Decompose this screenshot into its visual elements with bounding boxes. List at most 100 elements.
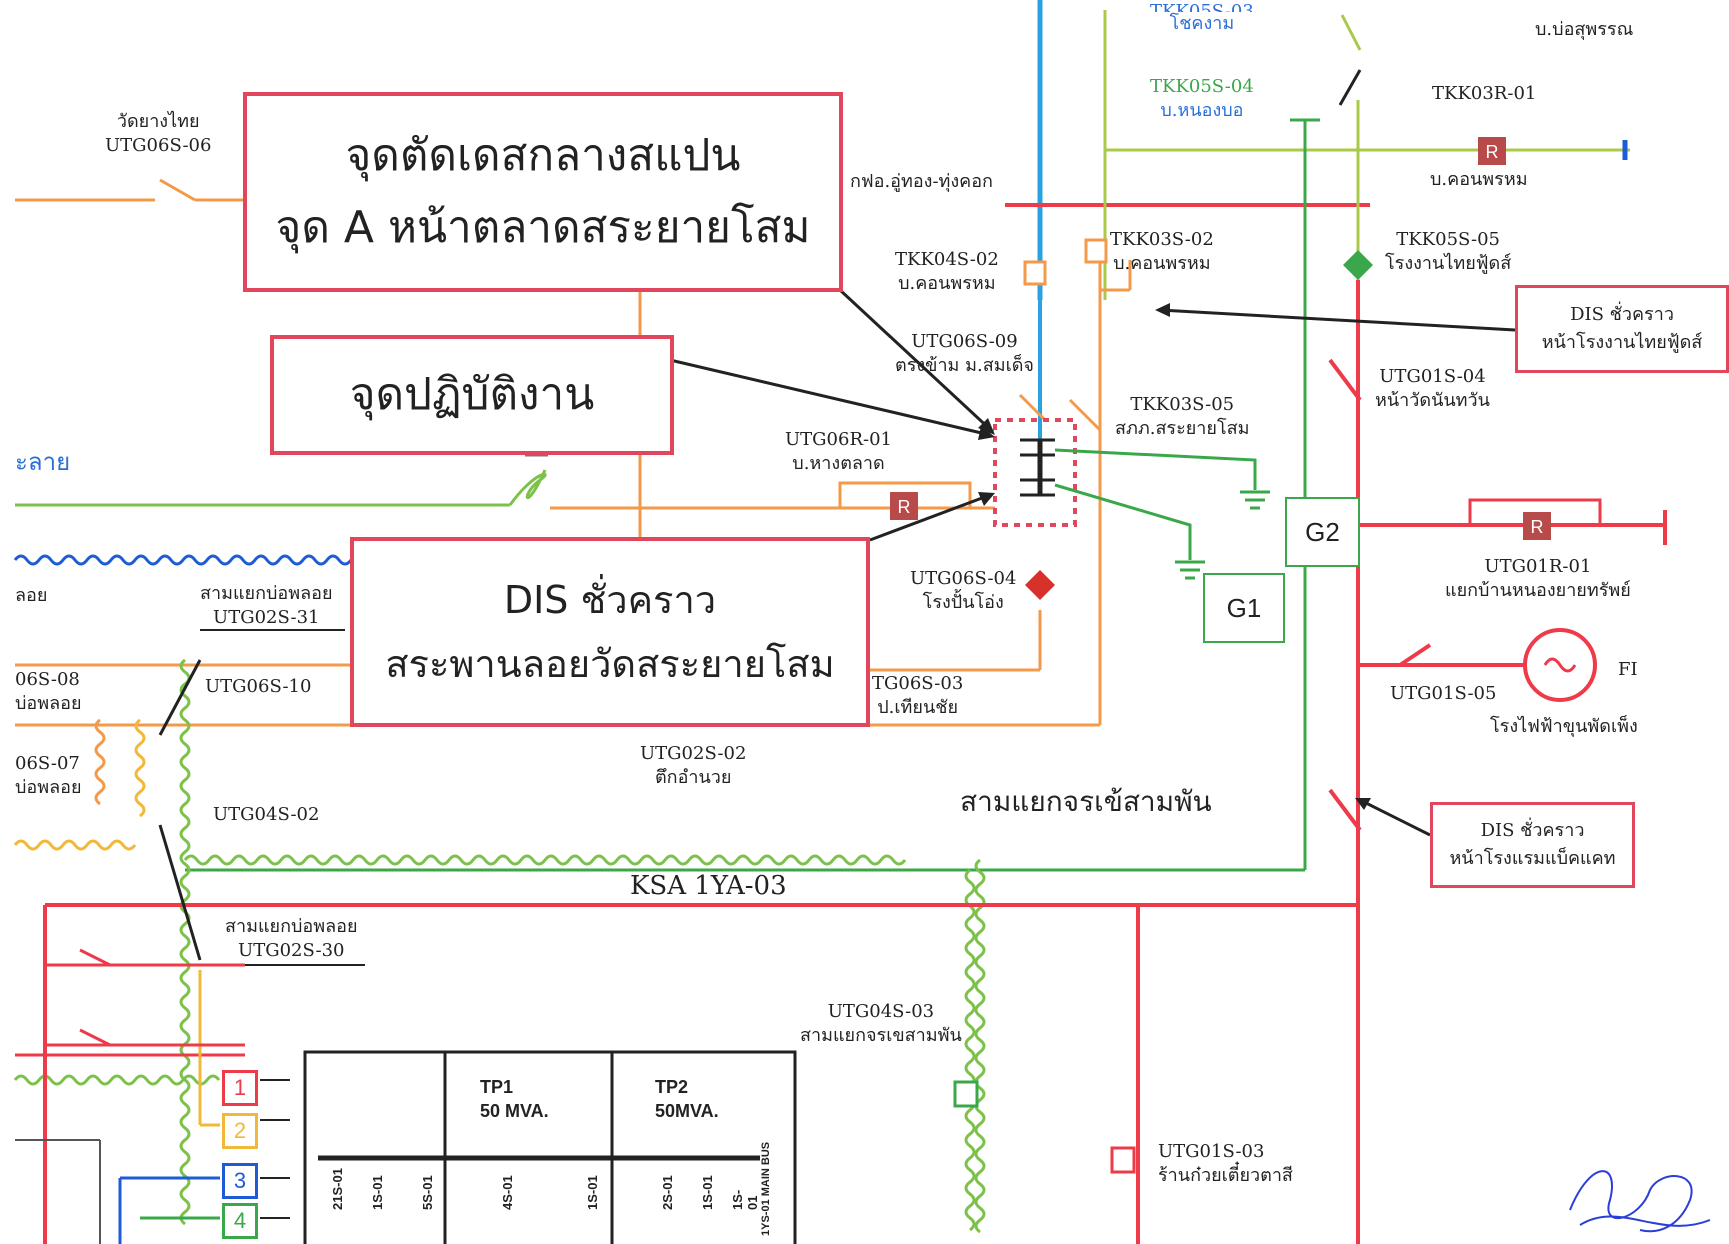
utg06s08-code: 06S-08	[15, 669, 80, 690]
tkk05s05-name: โรงงานไทยฟู้ดส์	[1385, 253, 1512, 274]
callout-dis-hotel: DIS ชั่วคราว หน้าโรงแรมแบ็คแคท	[1430, 802, 1635, 888]
tp2-rating: 50MVA.	[655, 1101, 719, 1121]
green-wavy-h-2	[13, 1074, 221, 1086]
bay-label: 1S-01	[370, 1175, 385, 1210]
utg02s02-code: UTG02S-02	[640, 743, 747, 764]
bay-label: 21S-01	[330, 1168, 345, 1210]
switch-top-1	[1338, 69, 1362, 106]
callout-dis-thaifood: DIS ชั่วคราว หน้าโรงงานไทยฟู้ดส์	[1515, 285, 1729, 373]
label-utg06s08: 06S-08 บ่อพลอย	[15, 668, 82, 716]
wat-yang-thai-name: วัดยางไทย	[116, 111, 200, 132]
label-fi: FI	[1618, 659, 1638, 680]
label-utg01s04: UTG01S-04 หน้าวัดนันทวัน	[1375, 365, 1490, 413]
bay-label: 1S-01	[585, 1175, 600, 1210]
tkk05s03-code: TKK05S-03	[1150, 1, 1254, 12]
bus-box-1: 1	[222, 1070, 258, 1106]
callout-work-point-label: จุดปฏิบัติงาน	[349, 369, 595, 420]
label-wat-yang-thai: วัดยางไทย UTG06S-06	[105, 110, 211, 158]
recloser-utg01r01	[1523, 512, 1551, 540]
bus-box-4: 4	[222, 1203, 258, 1239]
utg01s03-code: UTG01S-03	[1158, 1141, 1265, 1162]
tkk05s05-device	[1343, 250, 1373, 280]
utg01r01-code: UTG01R-01	[1484, 556, 1592, 577]
callout-temp-dis-line1: DIS ชั่วคราว	[503, 578, 717, 622]
label-tkk05s05: TKK05S-05 โรงงานไทยฟู้ดส์	[1385, 228, 1511, 276]
label-utg01r01: UTG01R-01 แยกบ้านหนองยายทรัพย์	[1445, 555, 1631, 603]
left-switch-1	[79, 948, 111, 967]
arrow-workpoint	[669, 358, 991, 437]
green-wavy-h	[183, 854, 907, 866]
callout-temp-dis-line2: สระพานลอยวัดสระยายโสม	[385, 642, 835, 686]
tkk05s04-name: บ.หนองบอ	[1160, 100, 1244, 121]
arrowhead-hotel	[1355, 798, 1371, 810]
label-utg04s03: UTG04S-03 สามแยกจรเขสามพัน	[800, 1000, 962, 1048]
utg01r01-name: แยกบ้านหนองยายทรัพย์	[1445, 580, 1631, 601]
yellow-wavy-v	[134, 718, 146, 818]
tkk04s02-code: TKK04S-02	[895, 249, 999, 270]
sam-yaek-bo-phloi-31-name: สามแยกบ่อพลอย	[200, 583, 333, 604]
tp1-rating: 50 MVA.	[480, 1101, 549, 1121]
callout-work-point: จุดปฏิบัติงาน	[270, 335, 674, 455]
utg01s04-code: UTG01S-04	[1379, 366, 1486, 387]
orange-wavy-v	[94, 718, 106, 806]
green-wavy-v-left	[179, 658, 191, 1226]
red-switch-utg01s05	[1398, 643, 1432, 667]
tkk04s02-name: บ.คอนพรหม	[898, 273, 996, 294]
label-tkk03s02: TKK03S-02 บ.คอนพรหม	[1110, 228, 1214, 276]
bus-box-3: 3	[222, 1163, 258, 1199]
bay-label: 4S-01	[500, 1175, 515, 1210]
tkk04s02-device	[1023, 260, 1047, 286]
switch-top-2	[1340, 14, 1362, 51]
sam-yaek-bo-phloi-31-code: UTG02S-31	[213, 607, 320, 628]
label-ban-khon-phrom-top: บ.คอนพรหม	[1430, 169, 1528, 190]
dis-thaifood-line2: หน้าโรงงานไทยฟู้ดส์	[1541, 332, 1703, 353]
utg04s03-device	[953, 1080, 979, 1108]
ground-box-g1: G1	[1203, 573, 1285, 643]
label-loi: ลอย	[15, 585, 48, 606]
sam-yaek-bo-phloi-30-name: สามแยกบ่อพลอย	[225, 916, 358, 937]
arrowhead-tempdis	[978, 492, 995, 506]
dis-hotel-line1: DIS ชั่วคราว	[1480, 820, 1585, 841]
utg06s09-code: UTG06S-09	[911, 331, 1018, 352]
arrowhead-workpoint	[978, 426, 995, 440]
utg01s04-name: หน้าวัดนันทวัน	[1375, 390, 1490, 411]
tkk05s03-name: โชคงาม	[1169, 13, 1235, 34]
tp2-name: TP2	[655, 1077, 689, 1097]
wat-yang-thai-code: UTG06S-06	[105, 135, 212, 156]
label-ban-bo-suphan: บ.บ่อสุพรรณ	[1535, 19, 1634, 40]
fi-wave	[1543, 657, 1577, 673]
label-sam-yaek-bo-phloi-31: สามแยกบ่อพลอย UTG02S-31	[200, 582, 333, 630]
arrow-hotel	[1359, 798, 1431, 837]
callout-midspan: จุดตัดเดสกลางสแปน จุด A หน้าตลาดสระยายโส…	[243, 92, 843, 292]
label-tp2: TP2 50MVA.	[655, 1075, 719, 1123]
ground-box-g2: G2	[1285, 497, 1360, 567]
arrow-midspan	[838, 288, 995, 434]
utg06s07-name: บ่อพลอย	[15, 777, 82, 798]
blue-wavy	[13, 554, 353, 566]
label-power-plant: โรงไฟฟ้าขุนพัดเพ็ง	[1490, 716, 1638, 737]
label-tkk04s02: TKK04S-02 บ.คอนพรหม	[895, 248, 999, 296]
recloser-utg06r01	[890, 492, 918, 520]
utg06s09-name: ตรงข้าม ม.สมเด็จ	[895, 355, 1034, 376]
red-switch-utg01s04	[1328, 358, 1362, 402]
red-switch-hotel	[1328, 788, 1362, 832]
utg04s03-name: สามแยกจรเขสามพัน	[800, 1025, 962, 1046]
label-utg06r01: UTG06R-01 บ.หางตลาด	[785, 428, 892, 476]
tkk05s05-code: TKK05S-05	[1396, 229, 1500, 250]
utg06s03-name: ป.เทียนชัย	[877, 697, 959, 718]
bay-label: 1S-01	[700, 1175, 715, 1210]
main-bus-label: 1YS-01 MAIN BUS	[760, 1141, 772, 1236]
label-utg06s03: TG06S-03 ป.เทียนชัย	[872, 672, 963, 720]
arrow-utg02s30	[158, 824, 202, 961]
tp1-name: TP1	[480, 1077, 514, 1097]
dis-hotel-line2: หน้าโรงแรมแบ็คแคท	[1449, 848, 1616, 869]
arrowhead-midspan	[978, 418, 995, 435]
ground-line-g1	[1054, 483, 1192, 560]
label-utg06s10: UTG06S-10	[205, 676, 312, 697]
utg06s04-name: โรงปั้นโอ่ง	[922, 592, 1004, 613]
recloser-letter-mid: R	[898, 497, 911, 517]
ground-line-g2	[1054, 448, 1257, 490]
label-utg01s05: UTG01S-05	[1390, 683, 1497, 704]
tkk03s02-device	[1084, 238, 1108, 264]
callout-temp-dis: DIS ชั่วคราว สระพานลอยวัดสระยายโสม	[350, 537, 870, 727]
